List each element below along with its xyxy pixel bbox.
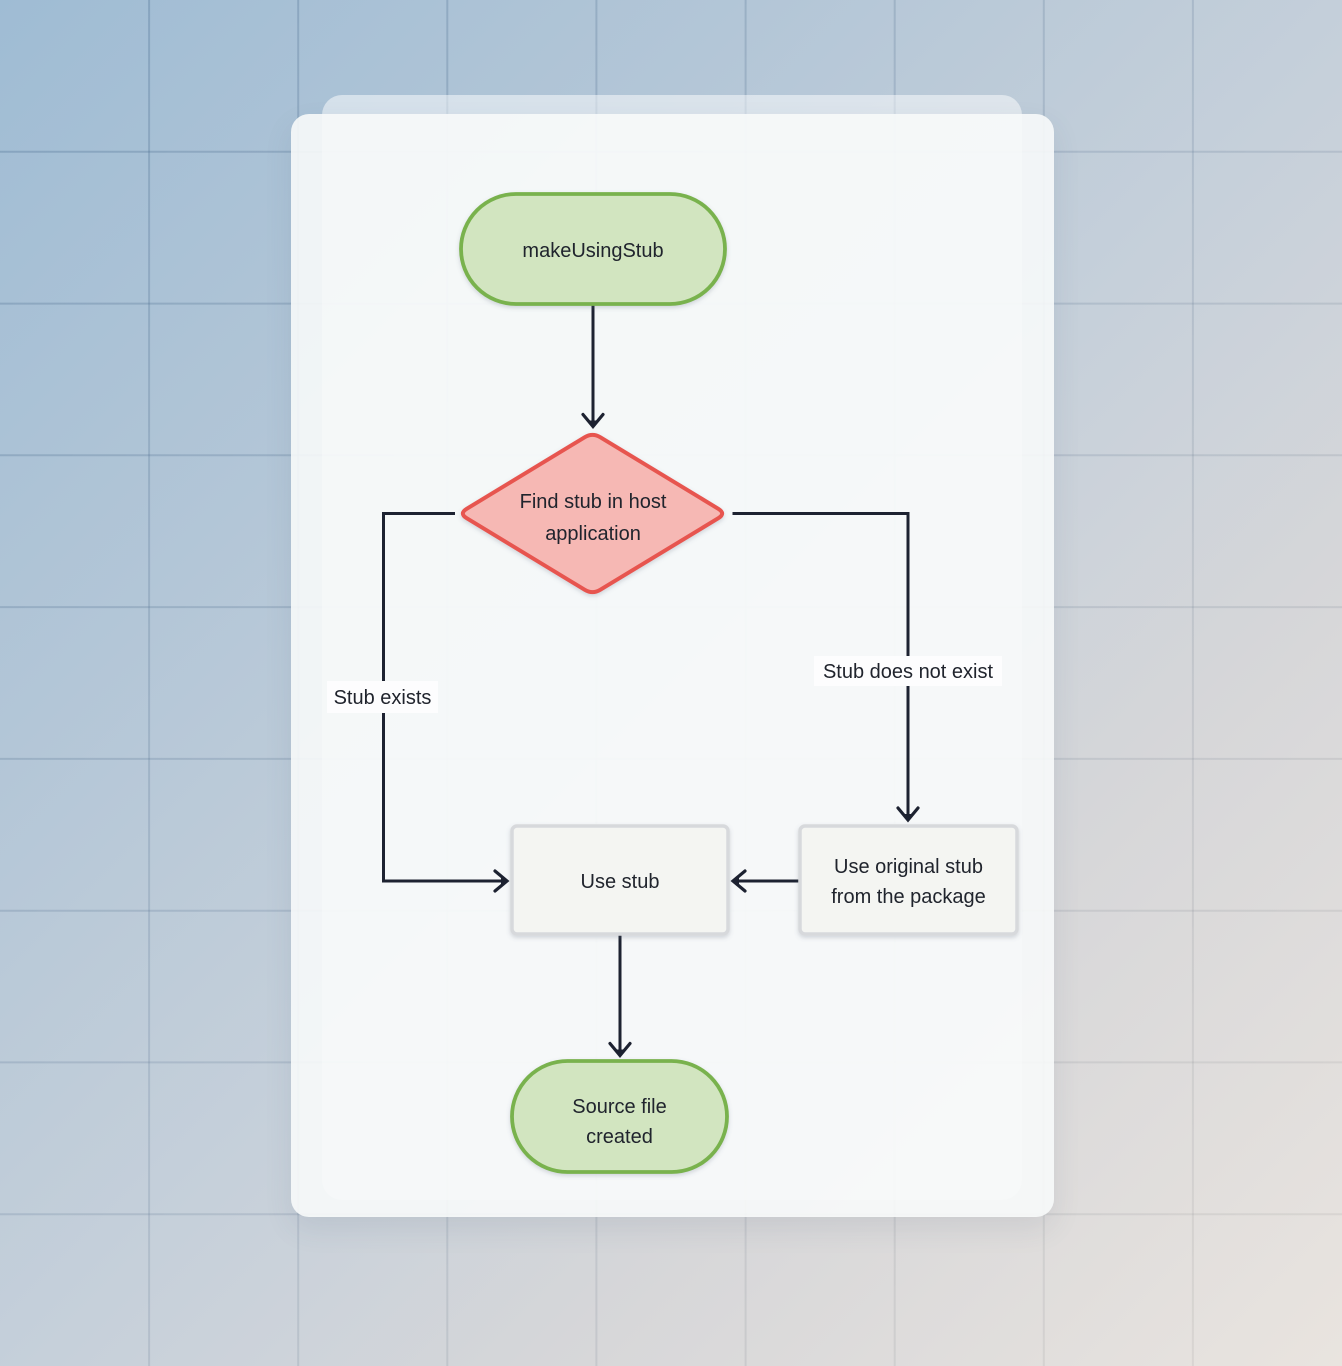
- svg-text:Source file: Source file: [572, 1096, 667, 1118]
- svg-text:Stub exists: Stub exists: [334, 687, 432, 709]
- svg-text:makeUsingStub: makeUsingStub: [522, 240, 663, 262]
- svg-text:Use original stub: Use original stub: [834, 856, 983, 878]
- svg-text:Stub does not exist: Stub does not exist: [823, 661, 994, 683]
- svg-text:created: created: [586, 1126, 653, 1148]
- svg-text:from the package: from the package: [831, 886, 986, 908]
- svg-text:Use stub: Use stub: [581, 871, 660, 893]
- svg-text:Find stub in host: Find stub in host: [520, 491, 667, 513]
- svg-text:application: application: [545, 523, 641, 545]
